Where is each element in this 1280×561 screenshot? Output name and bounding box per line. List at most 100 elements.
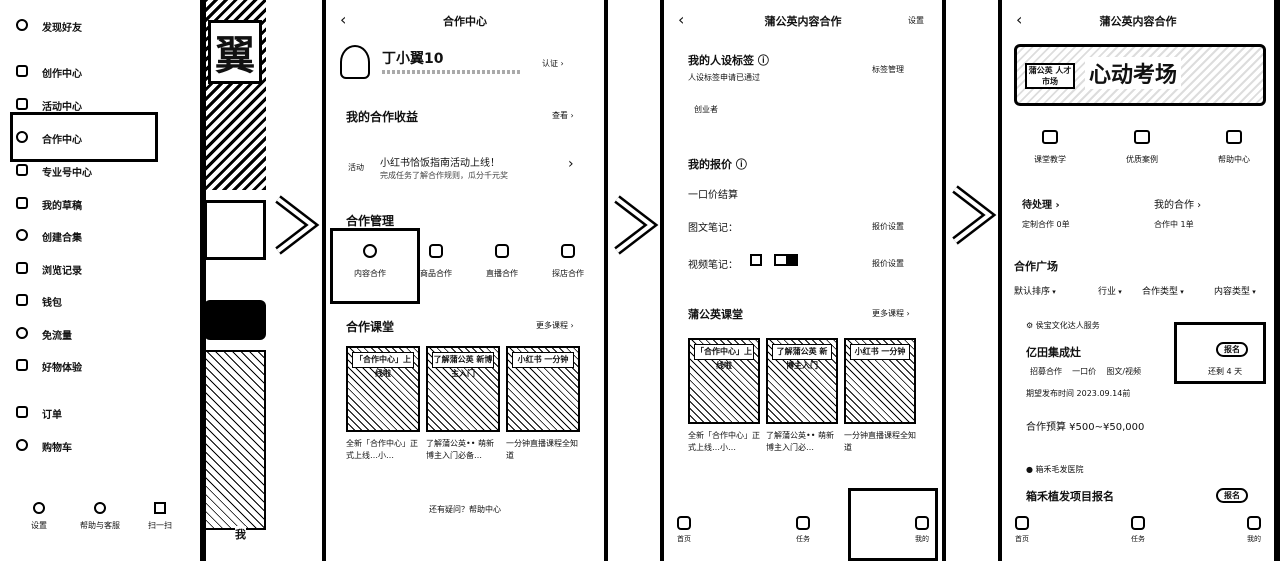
days-left: 还剩 4 天 [1208, 367, 1243, 376]
back-button[interactable]: ‹ [678, 10, 685, 29]
price-row-image: 图文笔记： [688, 223, 738, 234]
help-icon: ⓘ [757, 54, 769, 67]
task-icon [796, 516, 810, 530]
price-set-image[interactable]: 报价设置 [872, 222, 904, 231]
course-thumb[interactable]: 小红书 一分钟 [844, 338, 916, 424]
apply-button[interactable]: 报名 [1216, 342, 1248, 357]
decor-box [204, 200, 266, 260]
shortcut-1[interactable]: 优质案例 [1112, 130, 1172, 165]
manage-item-1[interactable]: 商品合作 [406, 240, 466, 279]
course-title: 合作课堂 [346, 320, 395, 334]
shortcut-label: 优质案例 [1126, 155, 1158, 164]
menu-item-11[interactable]: 订单 [16, 405, 166, 421]
help-footer-link[interactable]: 还有疑问？帮助中心 [429, 505, 501, 514]
menu-item-7[interactable]: 浏览记录 [16, 261, 166, 277]
course-thumb[interactable]: 了解蒲公英 新博主入门 [426, 346, 500, 432]
help-center-icon [1226, 130, 1242, 144]
menu-item-label: 创建合集 [42, 233, 82, 244]
banner-headline: 心动考场 [1085, 57, 1182, 89]
menu-item-0[interactable]: 发现好友 [16, 18, 166, 34]
course-thumb[interactable]: 小红书 一分钟 [506, 346, 580, 432]
earnings-title: 我的合作收益 [346, 110, 419, 124]
tab-1[interactable]: 任务 [783, 516, 823, 544]
filter-3[interactable]: 内容类型 ▾ [1214, 284, 1256, 297]
manage-item-3[interactable]: 探店合作 [538, 240, 598, 279]
course-thumb[interactable]: 了解蒲公英 新博主入门 [766, 338, 838, 424]
history-icon [16, 262, 28, 274]
menu-item-3[interactable]: 合作中心 [16, 130, 166, 146]
decor-tab-label: 我 [235, 526, 246, 542]
tab-2[interactable]: 我的 [1234, 516, 1274, 544]
todo-block[interactable]: 待处理 › 定制合作 0单 [1022, 200, 1070, 229]
draft-icon [16, 197, 28, 209]
course-thumb-title: 小红书 一分钟 [850, 344, 910, 360]
course-caption[interactable]: 一分钟直播课程全知道 [506, 439, 578, 460]
page-title: 蒲公英内容合作 [764, 15, 842, 28]
avatar[interactable] [340, 45, 370, 79]
tab-1[interactable]: 任务 [1118, 516, 1158, 544]
help-button[interactable]: 帮助与客服 [70, 502, 130, 531]
card-tags: 招募合作 一口价 图文/视频 [1030, 367, 1142, 376]
shortcut-0[interactable]: 课堂教学 [1020, 130, 1080, 165]
menu-item-8[interactable]: 钱包 [16, 293, 166, 309]
verify-link[interactable]: 认证 › [542, 59, 564, 68]
menu-item-label: 活动中心 [42, 102, 82, 113]
tab-label: 我的 [915, 535, 929, 543]
course-caption[interactable]: 一分钟直播课程全知道 [844, 431, 916, 452]
settings-link[interactable]: 设置 [908, 16, 924, 25]
price-row-video: 视频笔记： [688, 260, 738, 271]
flow-arrow-icon [270, 195, 320, 255]
profile-icon [1247, 516, 1261, 530]
back-button[interactable]: ‹ [1016, 10, 1023, 29]
divider [200, 0, 206, 561]
my-coop-block[interactable]: 我的合作 › 合作中 1单 [1154, 200, 1202, 229]
menu-item-2[interactable]: 活动中心 [16, 97, 166, 113]
back-button[interactable]: ‹ [340, 10, 347, 29]
tags-manage-link[interactable]: 标签管理 [872, 65, 904, 74]
course-caption[interactable]: 全新「合作中心」正式上线…小… [688, 431, 760, 452]
apply-button-2[interactable]: 报名 [1216, 488, 1248, 503]
shop-icon [561, 244, 575, 258]
course-thumb[interactable]: 「合作中心」上线啦 [688, 338, 760, 424]
shortcut-2[interactable]: 帮助中心 [1204, 130, 1264, 165]
page-title: 合作中心 [443, 15, 487, 28]
course-thumb[interactable]: 「合作中心」上线啦 [346, 346, 420, 432]
tab-0[interactable]: 首页 [1002, 516, 1042, 544]
manage-item-2[interactable]: 直播合作 [472, 240, 532, 279]
more-courses-link[interactable]: 更多课程 › [536, 321, 574, 330]
card2-name[interactable]: 箱禾植发项目报名 [1026, 490, 1114, 503]
notice-tag: 活动 [348, 163, 364, 172]
cart-icon [16, 439, 28, 451]
menu-item-10[interactable]: 好物体验 [16, 358, 166, 374]
filter-0[interactable]: 默认排序 ▾ [1014, 284, 1056, 297]
tab-2[interactable]: 我的 [902, 516, 942, 544]
sparkle-icon [363, 244, 377, 258]
filter-2[interactable]: 合作类型 ▾ [1142, 284, 1184, 297]
menu-item-1[interactable]: 创作中心 [16, 64, 166, 80]
price-set-video[interactable]: 报价设置 [872, 259, 904, 268]
card-brand: ⚙ 侯宝文化达人服务 [1026, 321, 1100, 330]
scan-button[interactable]: 扫一扫 [140, 502, 180, 531]
page-title: 蒲公英内容合作 [1099, 15, 1177, 28]
pgy-more-courses[interactable]: 更多课程 › [872, 309, 910, 318]
menu-item-6[interactable]: 创建合集 [16, 228, 166, 244]
course-caption[interactable]: 全新「合作中心」正式上线…小… [346, 439, 418, 460]
manage-item-0[interactable]: 内容合作 [340, 240, 400, 279]
menu-item-9[interactable]: 免流量 [16, 326, 166, 342]
notice-card[interactable]: 活动 小红书恰饭指南活动上线！ 完成任务了解合作规则，瓜分千元奖 › [340, 144, 590, 188]
course-caption[interactable]: 了解蒲公英•• 萌新博主入门必… [766, 431, 834, 452]
data-icon [16, 327, 28, 339]
tab-0[interactable]: 首页 [664, 516, 704, 544]
earnings-link[interactable]: 查看 › [552, 111, 574, 120]
menu-item-4[interactable]: 专业号中心 [16, 163, 166, 179]
course-thumb-title: 「合作中心」上线啦 [694, 344, 754, 370]
badge-icon [16, 164, 28, 176]
filter-1[interactable]: 行业 ▾ [1098, 284, 1122, 297]
coop-card[interactable]: ⚙ 侯宝文化达人服务 亿田集成灶 招募合作 一口价 图文/视频 期望发布时间 2… [1002, 314, 1274, 444]
promo-banner[interactable]: 蒲公英 人才市场 心动考场 [1014, 44, 1266, 106]
course-caption[interactable]: 了解蒲公英•• 萌新博主入门必备… [426, 439, 494, 460]
menu-item-5[interactable]: 我的草稿 [16, 196, 166, 212]
menu-item-12[interactable]: 购物车 [16, 438, 166, 454]
headset-icon [94, 502, 106, 514]
settings-button[interactable]: 设置 [24, 502, 54, 531]
